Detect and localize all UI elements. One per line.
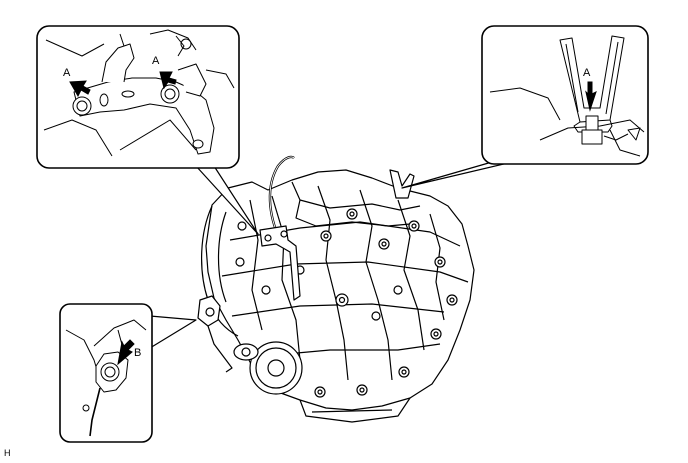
callout-label-a-top-right: A <box>583 67 591 79</box>
transaxle-assembly <box>197 155 475 423</box>
arrow-icon <box>585 81 597 112</box>
arrow-icon <box>117 339 135 366</box>
callout-label-a-left: A <box>63 67 71 79</box>
inset-bottom-left: B <box>59 303 197 443</box>
callout-label-a-right: A <box>152 55 160 67</box>
callout-label-b: B <box>134 347 141 359</box>
arrow-icon <box>69 71 177 98</box>
inset-top-right: A <box>401 25 649 189</box>
figure-code: H <box>4 448 11 458</box>
inset-top-left: A A <box>36 25 259 235</box>
